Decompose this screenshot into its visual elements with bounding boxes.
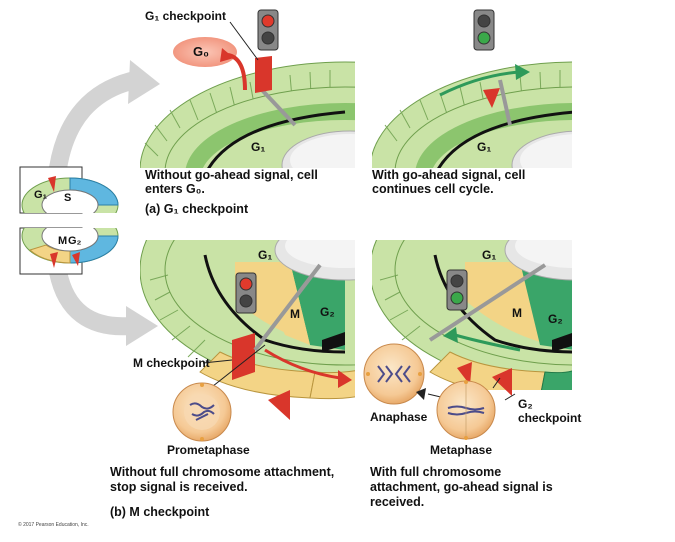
caption-tl-line2: enters G₀.	[145, 182, 205, 196]
phase-g2-label-br: G₂	[548, 312, 563, 326]
checkpoint-lever-top-right	[498, 79, 512, 126]
caption-br-line1: With full chromosome	[370, 465, 502, 479]
g2-checkpoint-label-line1: G₂	[518, 397, 533, 411]
anaphase-cell-icon	[363, 343, 425, 405]
g2-checkpoint-pointer	[504, 393, 516, 401]
g2-checkpoint-flag-bl	[268, 390, 290, 420]
go-ahead-arrowhead-bottom	[443, 327, 458, 343]
metaphase-label: Metaphase	[430, 443, 493, 457]
caption-tr-line2: continues cell cycle.	[372, 182, 494, 196]
caption-tr-line1: With go-ahead signal, cell	[372, 168, 526, 182]
anaphase-label: Anaphase	[370, 410, 428, 424]
g1-checkpoint-pointer	[229, 21, 259, 61]
inset-s-label: S	[64, 192, 72, 204]
inset-g1-label: G₁	[34, 189, 48, 201]
inset-m-label: M	[58, 235, 68, 247]
phase-g1-label-bl: G₁	[258, 248, 273, 262]
phase-g1-label-br: G₁	[482, 248, 497, 262]
prometaphase-label: Prometaphase	[167, 443, 250, 457]
caption-tl-line1: Without go-ahead signal, cell	[145, 168, 318, 182]
cell-cycle-inset-top	[21, 176, 119, 213]
phase-g1-label-tr: G₁	[477, 140, 492, 154]
copyright-credit: © 2017 Pearson Education, Inc.	[18, 522, 89, 528]
prometaphase-cell-icon	[172, 382, 232, 442]
g1-checkpoint-flag	[255, 56, 272, 93]
go-ahead-arrow-bottom	[454, 333, 521, 352]
m-checkpoint-pointer	[202, 359, 233, 364]
traffic-light-red-icon	[235, 272, 257, 314]
phase-g2-label-bl: G₂	[320, 305, 335, 319]
m-checkpoint-label: M checkpoint	[133, 356, 210, 370]
g1-ring-top-left	[140, 61, 355, 168]
g2-checkpoint-flag-br	[492, 368, 512, 396]
g2-checkpoint-label-line2: checkpoint	[518, 411, 582, 425]
g1-checkpoint-flag-open	[483, 88, 500, 108]
m-checkpoint-flag-open	[457, 362, 472, 385]
metaphase-cell-icon	[436, 380, 496, 440]
caption-bl-line1: Without full chromosome attachment,	[110, 465, 335, 479]
g0-arrowhead	[220, 48, 234, 62]
m-checkpoint-flag	[232, 333, 255, 380]
caption-bl-line2: stop signal is received.	[110, 480, 248, 494]
section-a-label: (a) G₁ checkpoint	[145, 202, 249, 216]
traffic-light-red-icon	[257, 9, 279, 51]
curved-arrow-bottom	[49, 263, 158, 346]
phase-m-label-bl: M	[290, 307, 300, 321]
section-b-label: (b) M checkpoint	[110, 505, 210, 519]
cell-cycle-inset-bottom	[21, 228, 119, 268]
cycle-arrowhead-bottom-left	[322, 332, 345, 352]
caption-br-line3: received.	[370, 495, 425, 509]
stop-arrowhead	[338, 370, 352, 388]
phase-g1-label-tl: G₁	[251, 140, 266, 154]
checkpoint-lever-top-left	[260, 88, 297, 127]
checkpoint-lever-bottom-right	[428, 263, 547, 342]
prometaphase-pointer	[207, 344, 266, 391]
inset-g2-label: G₂	[68, 235, 82, 247]
go-ahead-arrow-top	[439, 70, 521, 97]
anaphase-arrowhead	[416, 388, 426, 400]
curved-arrow-top	[49, 60, 160, 177]
traffic-light-green-icon	[446, 269, 468, 311]
g2-checkpoint-pointer-2	[492, 377, 501, 389]
g1-ring-top-right	[372, 61, 572, 168]
g0-label: G₀	[193, 44, 209, 59]
go-ahead-arrowhead-top	[515, 64, 530, 80]
stop-arrow	[264, 348, 341, 380]
cycle-arrowhead-bottom-right	[552, 333, 572, 352]
checkpoint-lever-bottom-left	[253, 263, 322, 352]
phase-m-label-br: M	[512, 306, 522, 320]
traffic-light-green-icon	[473, 9, 495, 51]
g1-checkpoint-label: G₁ checkpoint	[145, 9, 226, 23]
caption-br-line2: attachment, go-ahead signal is	[370, 480, 553, 494]
